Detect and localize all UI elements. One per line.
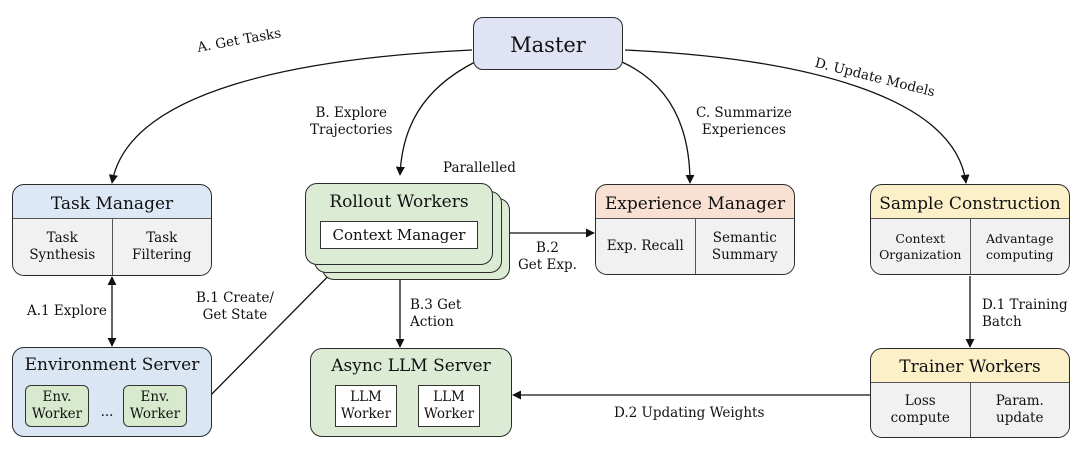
label-summarize-experiences: C. Summarize Experiences <box>696 105 792 138</box>
experience-manager-title: Experience Manager <box>604 194 786 214</box>
environment-server-title: Environment Server <box>24 355 200 375</box>
label-d1-training-batch: D.1 Training Batch <box>982 297 1068 330</box>
param-update-cell: Param. update <box>969 383 1070 437</box>
async-llm-server-title: Async LLM Server <box>331 356 491 376</box>
task-filtering-cell: Task Filtering <box>111 219 212 275</box>
env-ellipsis: ... <box>100 404 114 420</box>
experience-manager-cells: Exp. Recall Semantic Summary <box>596 218 794 274</box>
environment-server-node: Environment Server Env. Worker ... Env. … <box>12 347 212 437</box>
task-synthesis-cell: Task Synthesis <box>29 230 96 263</box>
label-explore-trajectories: B. Explore Trajectories <box>310 105 393 138</box>
label-b1-create-get-state: B.1 Create/ Get State <box>196 290 274 323</box>
arrow-get-tasks <box>108 49 473 184</box>
task-manager-cells: Task Synthesis Task Filtering <box>13 218 211 275</box>
label-a1-explore: A.1 Explore <box>27 303 107 319</box>
async-llm-server-node: Async LLM Server LLM Worker LLM Worker <box>310 348 512 437</box>
task-manager-node: Task Manager Task Synthesis Task Filteri… <box>12 184 212 276</box>
arrow-update-models <box>624 49 970 184</box>
trainer-workers-cells: Loss compute Param. update <box>871 382 1069 437</box>
label-b2-get-exp: B.2 Get Exp. <box>518 240 577 273</box>
sample-construction-title: Sample Construction <box>879 194 1061 214</box>
rollout-workers-node: Rollout Workers Context Manager <box>305 183 493 265</box>
trainer-workers-node: Trainer Workers Loss compute Param. upda… <box>870 348 1070 438</box>
arrow-summarize-experiences <box>621 61 695 184</box>
master-title: Master <box>510 33 586 57</box>
loss-compute-cell: Loss compute <box>890 393 950 426</box>
sample-construction-node: Sample Construction Context Organization… <box>870 184 1070 275</box>
rollout-workers-title: Rollout Workers <box>329 192 469 212</box>
trainer-workers-title: Trainer Workers <box>899 357 1041 377</box>
label-d2-updating-weights: D.2 Updating Weights <box>614 405 765 421</box>
experience-manager-node: Experience Manager Exp. Recall Semantic … <box>595 184 795 275</box>
llm-worker-box-2: LLM Worker <box>418 385 480 427</box>
context-manager-box: Context Manager <box>320 221 478 249</box>
parallelled-label: Parallelled <box>443 160 516 176</box>
label-b3-get-action: B.3 Get Action <box>410 297 462 330</box>
exp-recall-cell: Exp. Recall <box>606 238 684 254</box>
advantage-computing-cell: Advantage computing <box>969 219 1070 274</box>
master-node: Master <box>473 17 623 70</box>
semantic-summary-cell: Semantic Summary <box>694 219 795 274</box>
context-organization-cell: Context Organization <box>879 230 962 262</box>
sample-construction-cells: Context Organization Advantage computing <box>871 218 1069 274</box>
llm-worker-box-1: LLM Worker <box>335 385 397 427</box>
env-worker-box-1: Env. Worker <box>25 385 89 427</box>
task-manager-title: Task Manager <box>50 194 174 214</box>
env-worker-box-2: Env. Worker <box>123 385 187 427</box>
arrow-explore-trajectories <box>395 61 476 176</box>
